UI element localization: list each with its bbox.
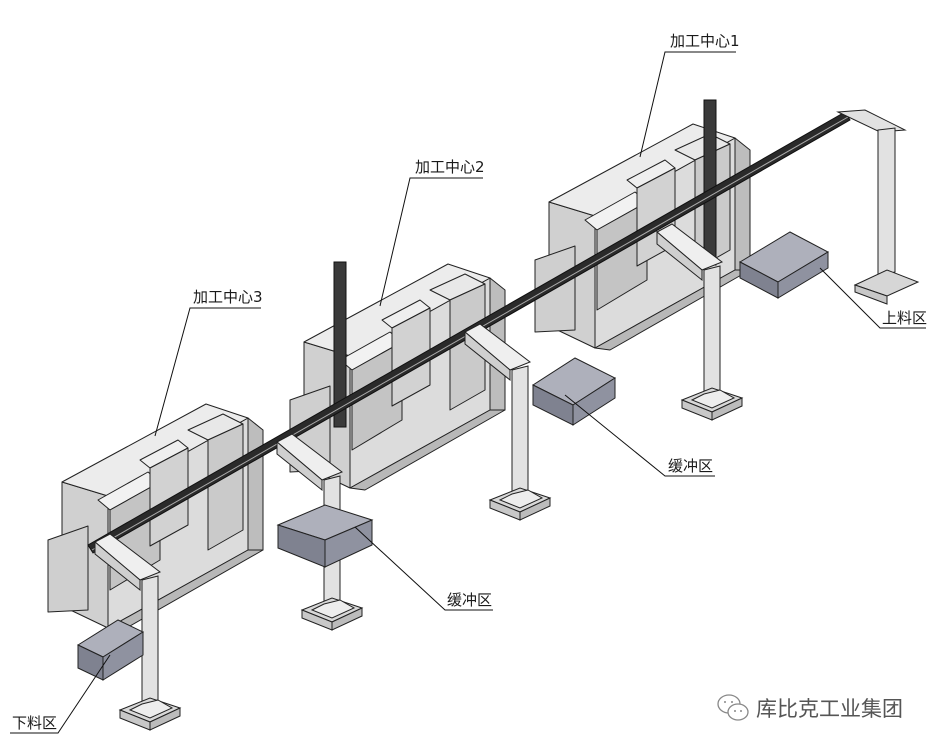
label-loading-zone: 上料区 — [882, 309, 928, 327]
label-buffer-zone-1: 缓冲区 — [668, 457, 714, 475]
loading-zone-box — [738, 231, 830, 299]
robot-arm-2 — [333, 261, 347, 428]
gantry-end-support — [836, 109, 920, 305]
unloading-zone-box — [76, 619, 145, 681]
buffer-zone-1-box — [531, 357, 617, 426]
buffer-zone-2-box — [276, 504, 374, 568]
label-unloading-zone: 下料区 — [12, 714, 58, 732]
robot-arm-1 — [703, 99, 717, 266]
label-machining-center-3: 加工中心3 — [193, 288, 263, 306]
watermark-text: 库比克工业集团 — [756, 697, 903, 721]
wechat-icon — [717, 694, 749, 721]
label-machining-center-2: 加工中心2 — [415, 158, 485, 176]
label-machining-center-1: 加工中心1 — [670, 32, 740, 50]
watermark: 库比克工业集团 — [716, 693, 903, 723]
leader-lines — [10, 51, 926, 734]
label-buffer-zone-2: 缓冲区 — [447, 591, 493, 609]
